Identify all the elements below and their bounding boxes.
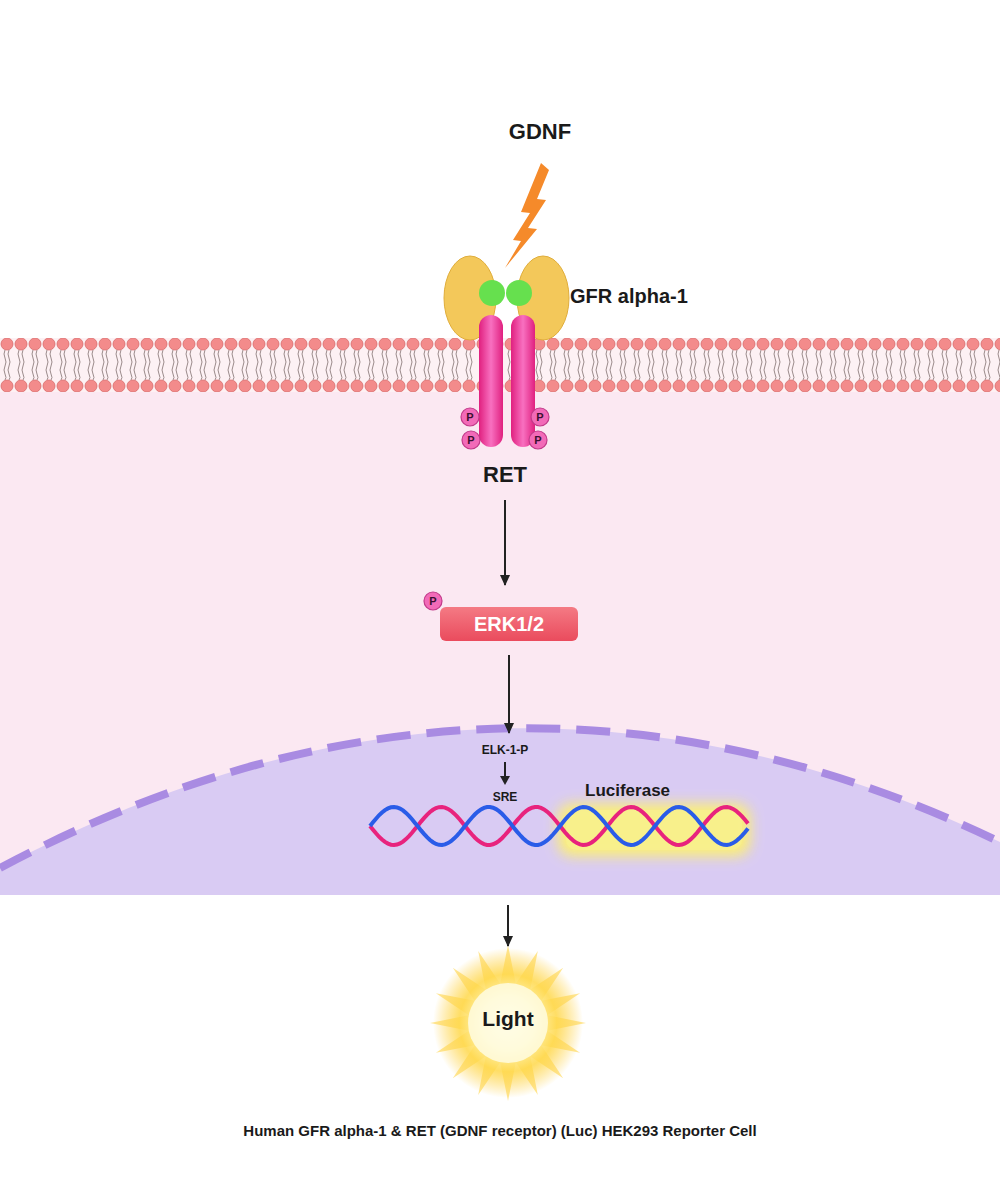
node-text: RET (450, 462, 560, 488)
nucleus-shape (0, 735, 1000, 895)
small-arrowhead (500, 776, 510, 785)
phospho-label: P (461, 408, 479, 426)
luciferase-gene: Luciferase (550, 778, 760, 860)
kinase-box: ERK1/2 (440, 607, 578, 641)
phospho-label: P (424, 592, 442, 610)
node-text: SRE (445, 790, 565, 804)
signal-arrow (508, 655, 510, 733)
node-text: ELK-1-P (445, 743, 565, 757)
node-text: Luciferase (585, 781, 745, 801)
caption: Human GFR alpha-1 & RET (GDNF receptor) … (0, 1122, 1000, 1139)
receptor: RET (460, 312, 550, 490)
lightning-bolt (505, 163, 549, 268)
small-arrow (504, 762, 506, 777)
phospho-label: P (531, 408, 549, 426)
dna-strand (370, 807, 748, 845)
node-text: Light (428, 1007, 588, 1031)
ligand-label: GDNF (440, 118, 640, 146)
signal-arrow (504, 500, 506, 585)
node-text: ERK1/2 (440, 607, 578, 641)
node-text: GFR alpha-1 (570, 285, 740, 308)
nucleus: ELK-1-P SRE Luciferase (0, 735, 1000, 895)
phospho-circles (424, 408, 549, 610)
phospho-label: P (529, 431, 547, 449)
dna-strand (370, 807, 748, 845)
phospho-label: P (462, 431, 480, 449)
light-glow: Light (428, 948, 588, 1098)
signal-arrow (507, 905, 509, 946)
